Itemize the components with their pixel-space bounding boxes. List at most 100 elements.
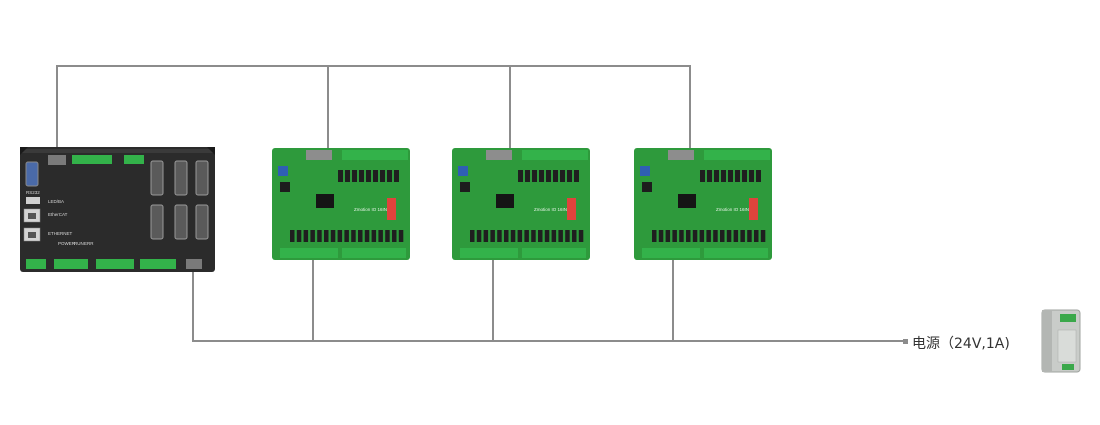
optocoupler bbox=[337, 230, 343, 242]
io-board: Zmotion IO 16IN bbox=[634, 148, 772, 260]
optocoupler bbox=[742, 170, 747, 182]
optocoupler bbox=[392, 230, 397, 242]
io-board: Zmotion IO 16IN bbox=[452, 148, 590, 260]
optocoupler bbox=[713, 230, 718, 242]
controller-port-label: LED/BA bbox=[48, 199, 64, 204]
optocoupler bbox=[387, 170, 392, 182]
optocoupler bbox=[373, 170, 378, 182]
optocoupler bbox=[476, 230, 482, 242]
inductor bbox=[642, 182, 652, 192]
wire-terminal-dot bbox=[903, 339, 908, 344]
main-ic bbox=[678, 194, 696, 208]
terminal-strip-top bbox=[704, 150, 770, 160]
optocoupler bbox=[551, 230, 557, 242]
optocoupler bbox=[558, 230, 563, 242]
optocoupler bbox=[706, 230, 711, 242]
optocoupler bbox=[700, 170, 705, 182]
controller-terminal-bottom bbox=[26, 259, 46, 269]
optocoupler bbox=[317, 230, 322, 242]
optocoupler bbox=[359, 170, 364, 182]
optocoupler bbox=[338, 170, 343, 182]
optocoupler bbox=[652, 230, 657, 242]
optocoupler bbox=[578, 230, 584, 242]
optocoupler bbox=[699, 230, 705, 242]
terminal-strip-bottom bbox=[522, 248, 586, 258]
dip-switch bbox=[387, 198, 396, 220]
optocoupler bbox=[364, 230, 370, 242]
optocoupler bbox=[749, 170, 754, 182]
optocoupler bbox=[721, 170, 726, 182]
potentiometer bbox=[458, 166, 468, 176]
io-board: Zmotion IO 16IN bbox=[272, 148, 410, 260]
optocoupler bbox=[754, 230, 759, 242]
inductor bbox=[280, 182, 290, 192]
main-ic bbox=[496, 194, 514, 208]
optocoupler bbox=[517, 230, 523, 242]
main-ic bbox=[316, 194, 334, 208]
optocoupler bbox=[290, 230, 295, 242]
optocoupler bbox=[565, 230, 570, 242]
optocoupler bbox=[686, 230, 691, 242]
controller-port-label: ETHERNET bbox=[48, 231, 73, 236]
terminal-strip-bottom bbox=[642, 248, 700, 258]
terminal-strip-bottom bbox=[342, 248, 406, 258]
optocoupler bbox=[303, 230, 309, 242]
optocoupler bbox=[658, 230, 664, 242]
potentiometer bbox=[278, 166, 288, 176]
optocoupler bbox=[497, 230, 502, 242]
optocoupler bbox=[574, 170, 579, 182]
optocoupler bbox=[692, 230, 698, 242]
inductor bbox=[460, 182, 470, 192]
optocoupler bbox=[672, 230, 677, 242]
optocoupler bbox=[352, 170, 357, 182]
optocoupler bbox=[371, 230, 377, 242]
optocoupler bbox=[735, 170, 740, 182]
optocoupler bbox=[720, 230, 725, 242]
optocoupler bbox=[546, 170, 551, 182]
optocoupler bbox=[378, 230, 383, 242]
bus-connector bbox=[306, 150, 332, 160]
optocoupler bbox=[310, 230, 315, 242]
optocoupler bbox=[470, 230, 475, 242]
bus-connector bbox=[668, 150, 694, 160]
optocoupler bbox=[394, 170, 399, 182]
optocoupler bbox=[538, 230, 543, 242]
controller-port-label: POWER bbox=[58, 241, 76, 246]
bus-connector bbox=[48, 155, 66, 165]
optocoupler bbox=[380, 170, 385, 182]
controller-terminal-bottom bbox=[140, 259, 176, 269]
power-connector bbox=[186, 259, 202, 269]
top-bus-wire bbox=[56, 65, 691, 160]
controller-body bbox=[20, 147, 215, 272]
optocoupler bbox=[345, 170, 350, 182]
optocoupler bbox=[504, 230, 509, 242]
controller-terminal-top bbox=[124, 155, 144, 164]
controller-port-label: RS232 bbox=[26, 190, 40, 195]
optocoupler bbox=[344, 230, 349, 242]
optocoupler bbox=[358, 230, 363, 242]
controller-terminal-bottom bbox=[54, 259, 88, 269]
power-supply-terminal bbox=[1062, 364, 1074, 370]
optocoupler bbox=[524, 230, 529, 242]
terminal-strip-bottom bbox=[280, 248, 338, 258]
terminal-strip-top bbox=[342, 150, 408, 160]
optocoupler bbox=[679, 230, 684, 242]
optocoupler bbox=[665, 230, 671, 242]
bus-connector bbox=[486, 150, 512, 160]
optocoupler bbox=[351, 230, 356, 242]
optocoupler bbox=[532, 170, 537, 182]
power-bus-wire bbox=[192, 265, 905, 342]
optocoupler bbox=[714, 170, 719, 182]
optocoupler bbox=[490, 230, 495, 242]
optocoupler bbox=[572, 230, 577, 242]
board-label: Zmotion IO 16IN bbox=[534, 207, 567, 212]
dip-switch bbox=[749, 198, 758, 220]
optocoupler bbox=[740, 230, 745, 242]
power-supply-label: 电源（24V,1A) bbox=[912, 336, 1010, 352]
optocoupler bbox=[747, 230, 752, 242]
optocoupler bbox=[733, 230, 739, 242]
optocoupler bbox=[385, 230, 390, 242]
terminal-strip-bottom bbox=[460, 248, 518, 258]
optocoupler bbox=[756, 170, 761, 182]
